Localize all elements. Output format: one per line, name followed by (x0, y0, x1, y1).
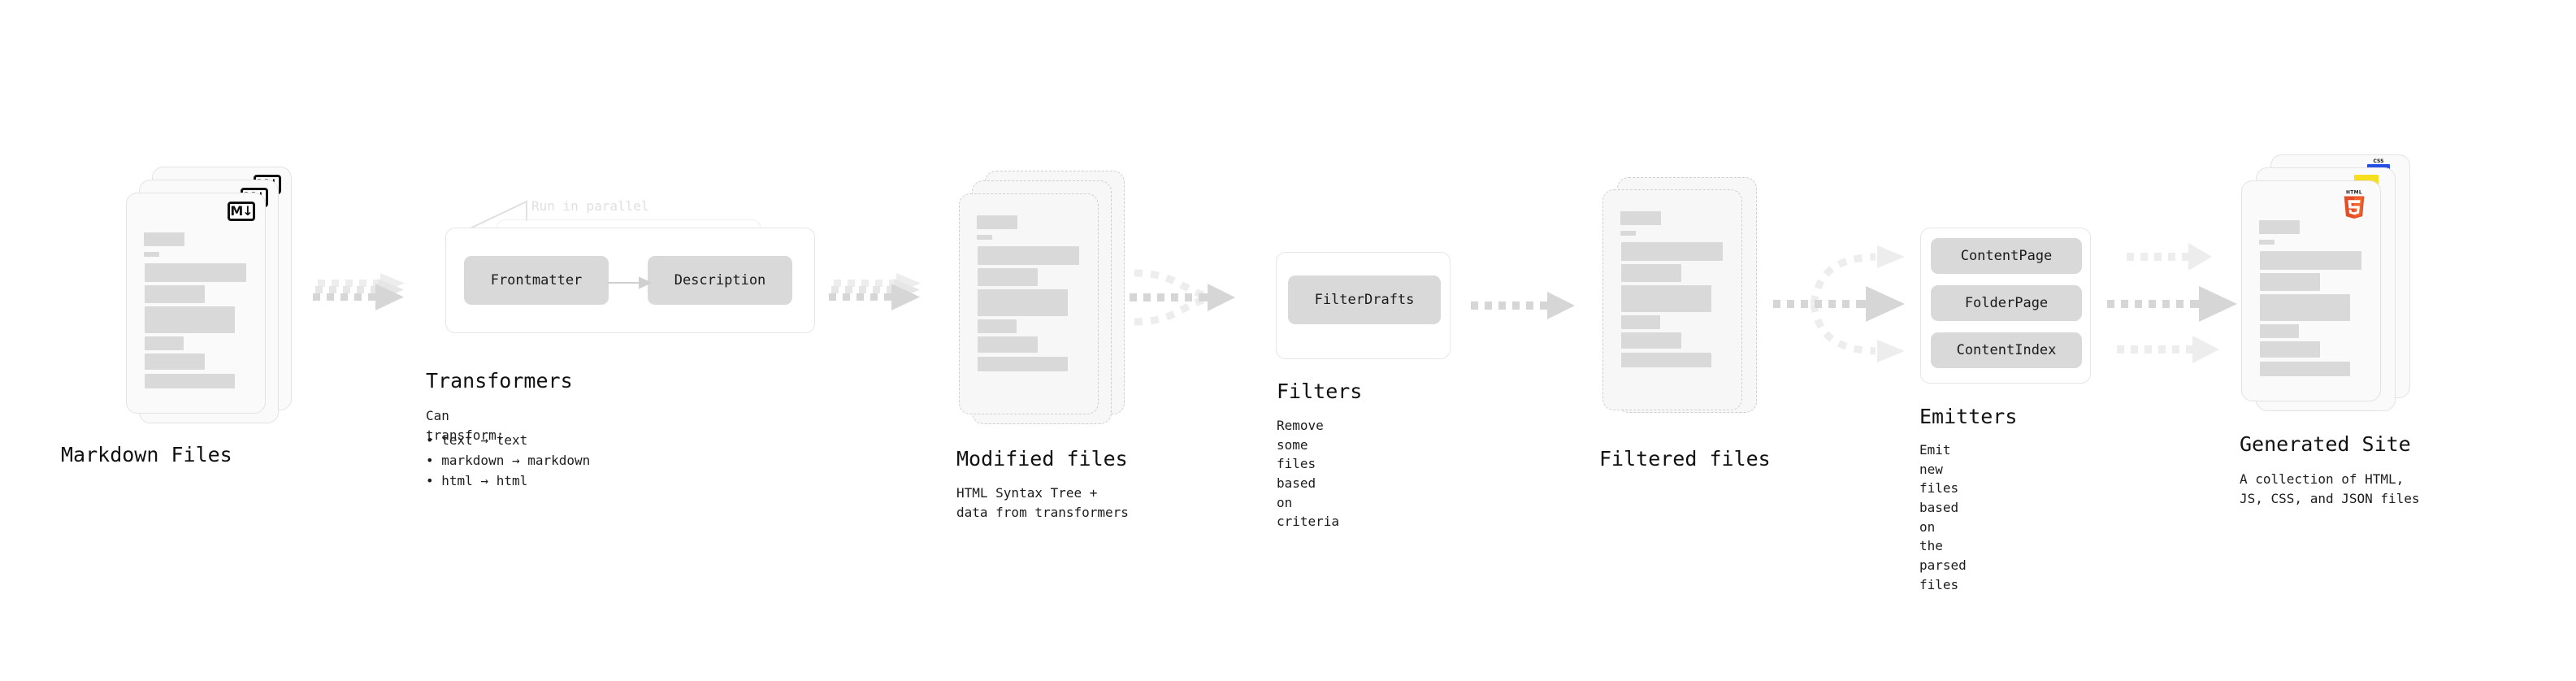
skeleton-line (1621, 315, 1660, 329)
arrow-main (1130, 284, 1235, 311)
skeleton-line (978, 319, 1017, 333)
arrow-bottom (2117, 336, 2219, 363)
skeleton-line (145, 354, 205, 370)
plugin-chip-frontmatter[interactable]: Frontmatter (464, 256, 609, 305)
bullet-text: html → html (441, 472, 528, 488)
stage-title-modified-files: Modified files (956, 447, 1128, 471)
stage-filtered-files: Filtered files (1599, 177, 1773, 471)
modified-card-stack (959, 171, 1138, 439)
arrow-main (829, 284, 920, 310)
site-card-stack: CSS HTML (2241, 154, 2420, 431)
css-icon-label: CSS (2373, 158, 2384, 164)
skeleton-line (2260, 294, 2350, 321)
emitter-group: ContentPage FolderPage ContentIndex (1920, 228, 2091, 384)
plugin-chip-contentpage[interactable]: ContentPage (1931, 238, 2082, 274)
bullet-text: text → text (441, 432, 528, 448)
stage-title-transformers: Transformers (426, 369, 573, 393)
stage-generated-site: CSS HTML (2240, 154, 2420, 506)
filter-group: FilterDrafts (1276, 252, 1451, 359)
skeleton-line (977, 215, 1017, 229)
bullet-item: • html → html (426, 472, 528, 488)
skeleton-line (1621, 242, 1723, 261)
skeleton-line (144, 232, 184, 246)
skeleton-line (1621, 332, 1681, 349)
skeleton-line (977, 235, 992, 240)
stage-desc-modified-files: HTML Syntax Tree + data from transformer… (956, 485, 1129, 520)
arrowhead-bottom (1877, 340, 1905, 362)
svg-text:HTML: HTML (2346, 191, 2362, 196)
filtered-card-stack (1602, 177, 1773, 437)
skeleton-line (145, 336, 184, 350)
skeleton-line (145, 374, 235, 388)
connector-filtered-to-emitters (1772, 237, 1926, 367)
split-path-top (1810, 253, 1876, 305)
markdown-card-stack: M↓ M↓ M↓ (126, 167, 297, 435)
html5-icon: HTML (2344, 191, 2365, 219)
parallel-annotation: Run in parallel (531, 198, 649, 214)
skeleton-line (144, 252, 159, 257)
arrow-main (2107, 286, 2237, 322)
skeleton-line (978, 289, 1068, 316)
stage-title-emitters: Emitters (1919, 405, 2018, 428)
stage-desc-generated-site: A collection of HTML, JS, CSS, and JSON … (2240, 471, 2420, 506)
stage-desc-emitters: Emit new files based on the parsed files (1919, 442, 1967, 592)
skeleton-line (145, 285, 205, 303)
skeleton-line (978, 357, 1068, 371)
skeleton-line (2259, 240, 2275, 245)
skeleton-line (145, 306, 235, 333)
filtered-card-front (1602, 189, 1742, 410)
skeleton-line (1620, 231, 1636, 236)
connector-filters-to-filtered (1471, 288, 1576, 329)
stage-title-filtered-files: Filtered files (1599, 447, 1771, 471)
stage-title-markdown-files: Markdown Files (61, 443, 232, 466)
skeleton-line (2260, 251, 2361, 270)
stage-title-generated-site: Generated Site (2240, 432, 2411, 456)
plugin-chip-filterdrafts[interactable]: FilterDrafts (1288, 275, 1441, 324)
plugin-chip-folderpage[interactable]: FolderPage (1931, 285, 2082, 321)
stage-desc-filters: Remove some files based on criteria (1277, 418, 1340, 530)
arrow-main (313, 284, 404, 310)
transformer-bullets: • text → text • markdown → markdown • ht… (426, 431, 590, 491)
arrow-top (2127, 243, 2212, 271)
markdown-icon: M↓ (228, 202, 255, 221)
markdown-card-front: M↓ (126, 193, 266, 414)
stage-desc-transformers: Can transform: (426, 408, 505, 443)
connector-transformers-to-modified (829, 268, 926, 341)
modified-card-front (959, 193, 1099, 414)
connector-emitters-to-site (2101, 237, 2247, 367)
skeleton-line (1621, 353, 1711, 367)
plugin-chip-description[interactable]: Description (648, 256, 792, 305)
skeleton-line (2260, 273, 2320, 291)
skeleton-line (978, 268, 1038, 286)
connector-modified-to-filters (1128, 262, 1274, 343)
plugin-chip-contentindex[interactable]: ContentIndex (1931, 332, 2082, 368)
stage-modified-files: Modified files HTML Syntax Tree + data f… (956, 171, 1138, 520)
skeleton-line (2259, 220, 2300, 234)
skeleton-line (145, 263, 246, 282)
skeleton-line (978, 336, 1038, 353)
transformer-group: Frontmatter Description (445, 228, 815, 333)
skeleton-line (2260, 362, 2350, 376)
skeleton-line (1621, 264, 1681, 282)
skeleton-line (1620, 211, 1661, 225)
skeleton-line (2260, 324, 2299, 338)
site-card-html: HTML (2241, 180, 2381, 401)
skeleton-line (2260, 341, 2320, 358)
inner-arrow (607, 276, 653, 289)
stage-title-filters: Filters (1277, 380, 1363, 403)
bullet-item: • markdown → markdown (426, 452, 591, 468)
bullet-item: • text → text (426, 432, 528, 448)
connector-md-to-transformers (313, 268, 406, 341)
bullet-text: markdown → markdown (441, 452, 591, 468)
skeleton-line (978, 246, 1079, 265)
skeleton-line (1621, 285, 1711, 312)
stage-markdown-files: M↓ M↓ M↓ Markdown Files (61, 167, 297, 466)
split-path-bottom (1810, 303, 1876, 355)
arrow-main (1471, 292, 1575, 319)
arrowhead-top (1877, 245, 1905, 268)
arrow-main (1773, 286, 1905, 322)
